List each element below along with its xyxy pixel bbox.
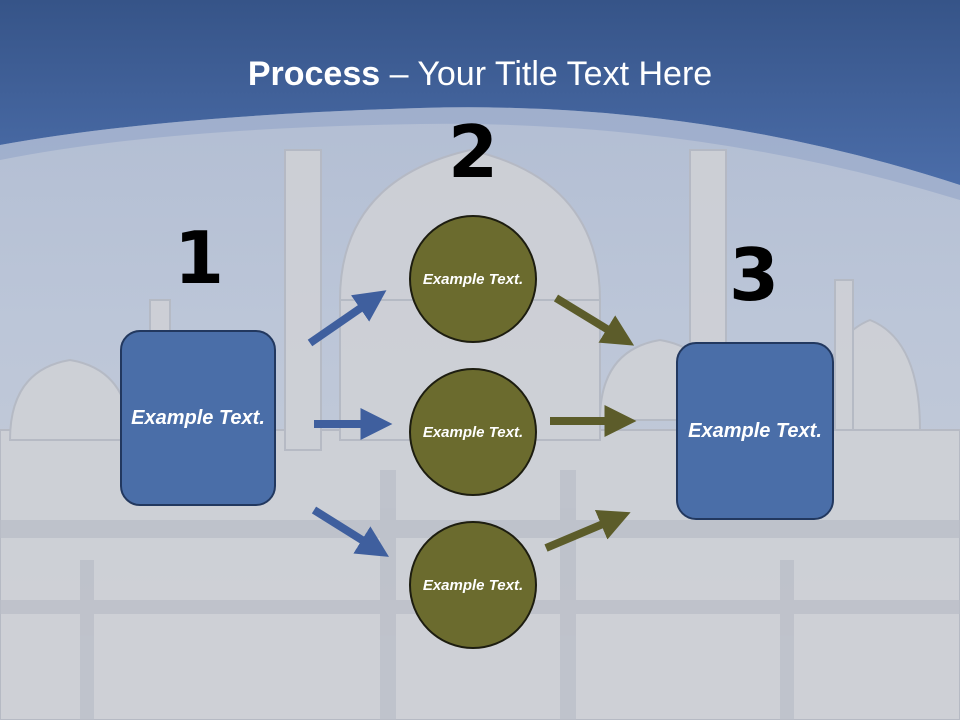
step-number-1: 1: [173, 216, 225, 300]
circle-bottom: Example Text.: [409, 521, 537, 649]
step-3-label: Example Text.: [688, 419, 822, 442]
circle-top-label: Example Text.: [422, 270, 524, 288]
arrow-circle3-to-box3: [544, 509, 631, 552]
arrow-box1-to-circle3: [311, 506, 389, 557]
circle-middle-label: Example Text.: [422, 423, 524, 441]
arrow-circle1-to-box3: [553, 294, 635, 346]
header-band: [0, 0, 960, 185]
title-rest: – Your Title Text Here: [380, 55, 713, 93]
slide-title: Process – Your Title Text Here: [0, 50, 960, 98]
circle-bottom-label: Example Text.: [422, 576, 524, 594]
step-1-label: Example Text.: [131, 406, 265, 429]
step-number-2: 2: [447, 110, 499, 194]
circle-middle: Example Text.: [409, 368, 537, 496]
step-1-box: Example Text.: [120, 330, 276, 506]
circle-top: Example Text.: [409, 215, 537, 343]
step-3-box: Example Text.: [676, 342, 834, 520]
header-highlight: [0, 107, 960, 200]
step-number-3: 3: [728, 233, 780, 317]
arrow-box1-to-circle1: [307, 290, 387, 347]
title-bold: Process: [247, 55, 381, 93]
